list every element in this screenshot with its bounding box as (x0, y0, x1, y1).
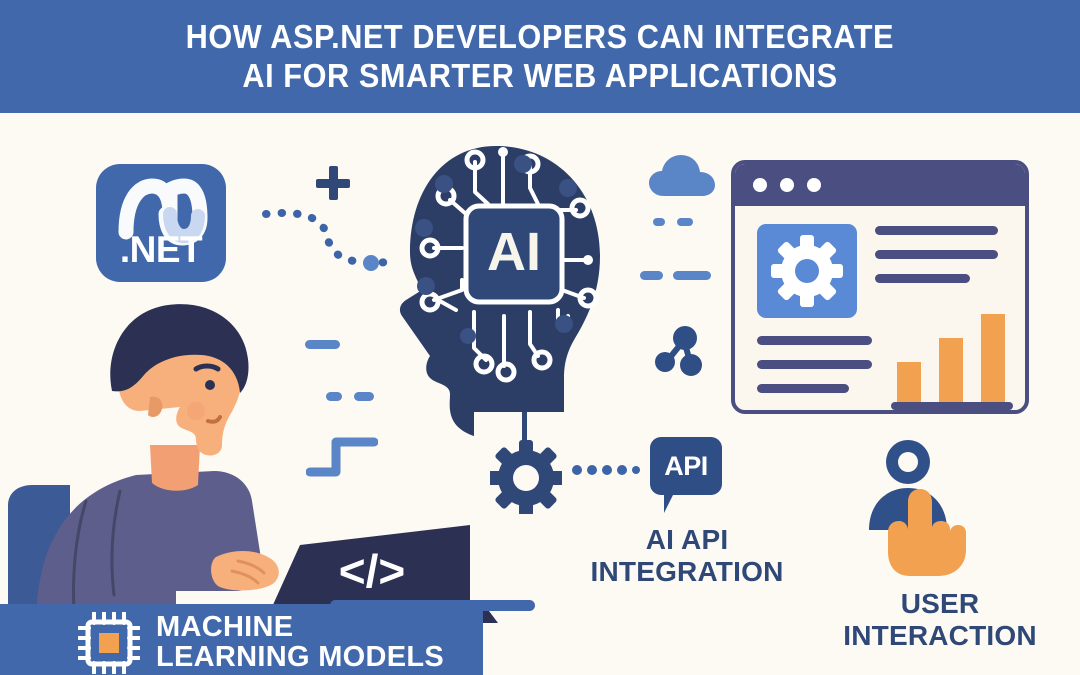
text-line-3 (875, 274, 970, 283)
gear-icon (771, 235, 843, 307)
dotnet-swoosh-icon (118, 178, 208, 246)
dash-right-4 (673, 271, 711, 280)
node-network-icon (655, 326, 702, 376)
ml-label-line-1: MACHINE (156, 611, 294, 643)
developer-at-laptop-icon: </> (8, 304, 498, 625)
ai-brain-head-icon: AI (399, 146, 600, 436)
bar-chart (891, 304, 1013, 410)
head-gear-connector (522, 412, 527, 446)
text-line-4 (757, 336, 872, 345)
browser-content (735, 206, 1025, 410)
dotted-connector-icon (572, 465, 640, 475)
dash-right-3 (640, 271, 663, 280)
cloud-icon (649, 155, 715, 196)
pointing-hand-icon (888, 489, 966, 576)
browser-titlebar (735, 164, 1025, 206)
chart-baseline (891, 402, 1013, 410)
dash-right-2 (677, 218, 693, 226)
ai-chip-label: AI (487, 222, 541, 282)
chart-bar-1 (897, 362, 921, 404)
dotted-curve-path-icon (262, 208, 392, 267)
dotnet-logo-label: .NET (119, 229, 203, 270)
dash-right-1 (653, 218, 665, 226)
ml-label-line-2: LEARNING MODELS (156, 641, 445, 674)
ai-api-caption-line-1: AI API (645, 524, 729, 555)
dash-left-1 (305, 340, 340, 349)
api-bubble-tail (664, 493, 684, 513)
text-line-2 (875, 250, 998, 259)
ai-api-caption-line-2: INTEGRATION (590, 555, 784, 587)
user-caption-line-2: INTERACTION (843, 619, 1037, 651)
browser-window-icon[interactable] (731, 160, 1029, 414)
page-title-line-2: AI FOR SMARTER WEB APPLICATIONS (242, 56, 838, 94)
dash-left-3 (354, 392, 374, 401)
text-line-1 (875, 226, 998, 235)
ml-banner-label: MACHINE LEARNING MODELS (156, 612, 444, 673)
page-title-line-1: HOW ASP.NET DEVELOPERS CAN INTEGRATE (185, 17, 895, 55)
dash-left-2 (326, 392, 342, 401)
user-interaction-caption: USER INTERACTION (800, 588, 1080, 651)
plus-icon (316, 166, 350, 200)
ai-api-integration-caption: AI API INTEGRATION (542, 524, 832, 587)
gear-icon (490, 440, 562, 514)
api-bubble[interactable]: API (650, 437, 722, 513)
step-line-icon (306, 437, 378, 477)
machine-learning-banner: MACHINE LEARNING MODELS (0, 604, 483, 675)
window-dot-3[interactable] (807, 178, 821, 192)
user-caption-line-1: USER (900, 588, 980, 619)
accent-dot-1 (363, 255, 379, 271)
text-line-6 (757, 384, 849, 393)
settings-gear-card[interactable] (757, 224, 857, 318)
text-line-5 (757, 360, 872, 369)
window-dot-2[interactable] (780, 178, 794, 192)
chart-bar-2 (939, 338, 963, 404)
api-bubble-label: API (664, 450, 708, 481)
dotnet-logo: .NET (96, 164, 226, 282)
window-dot-1[interactable] (753, 178, 767, 192)
laptop-code-glyph: </> (339, 545, 406, 597)
chart-bar-3 (981, 314, 1005, 404)
header-banner: HOW ASP.NET DEVELOPERS CAN INTEGRATE AI … (0, 0, 1080, 113)
cpu-chip-icon (78, 612, 140, 674)
